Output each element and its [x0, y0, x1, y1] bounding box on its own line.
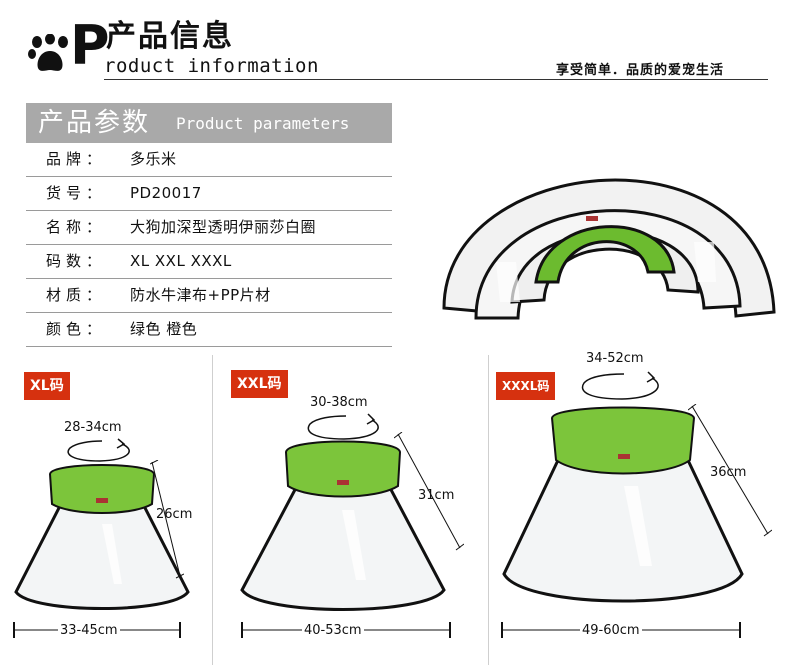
depth-dimension-line — [150, 460, 184, 579]
nested-cones-image — [442, 178, 776, 320]
cone-xl-image — [14, 464, 190, 610]
param-value: PD20017 — [130, 184, 202, 202]
depth-label: 36cm — [710, 465, 747, 480]
rotate-arrow-icon — [307, 413, 379, 440]
param-row-name: 名称： 大狗加深型透明伊丽莎白圈 — [26, 211, 392, 245]
param-row-color: 颜色： 绿色 橙色 — [26, 313, 392, 347]
param-key: 货号： — [46, 184, 107, 202]
page-subtitle: roduct information — [104, 55, 319, 77]
param-row-sku: 货号： PD20017 — [26, 177, 392, 211]
header-divider — [104, 79, 768, 80]
param-value: 防水牛津布+PP片材 — [130, 286, 271, 304]
logo-letter: P — [70, 14, 110, 77]
param-key: 名称： — [46, 218, 107, 236]
cone-xxl-image — [240, 440, 446, 611]
param-value: 多乐米 — [130, 150, 177, 168]
param-key: 品牌： — [46, 150, 107, 168]
slogan: 享受简单．品质的爱宠生活 — [556, 63, 725, 78]
params-heading: 产品参数 Product parameters — [26, 103, 392, 143]
divider — [488, 355, 489, 665]
param-value: 大狗加深型透明伊丽莎白圈 — [130, 218, 317, 236]
neck-size-label: 28-34cm — [64, 420, 122, 435]
width-label: 40-53cm — [302, 623, 364, 639]
depth-dimension-line — [394, 432, 464, 551]
size-badge-xxl: XXL码 — [231, 370, 288, 398]
param-row-material: 材质： 防水牛津布+PP片材 — [26, 279, 392, 313]
width-label: 33-45cm — [58, 623, 120, 639]
neck-size-label: 34-52cm — [586, 351, 644, 366]
rotate-arrow-icon — [581, 371, 659, 400]
depth-label: 31cm — [418, 488, 455, 503]
depth-label: 26cm — [156, 507, 193, 522]
params-heading-cn: 产品参数 — [38, 108, 151, 138]
param-row-brand: 品牌： 多乐米 — [26, 143, 392, 177]
width-label: 49-60cm — [580, 623, 642, 639]
rotate-arrow-icon — [67, 438, 130, 462]
param-key: 码数： — [46, 252, 107, 270]
param-key: 颜色： — [46, 320, 107, 338]
size-badge-xl: XL码 — [24, 372, 70, 400]
size-badge-xxxl: XXXL码 — [496, 372, 556, 400]
param-value: XL XXL XXXL — [130, 252, 232, 270]
param-key: 材质： — [46, 286, 107, 304]
cone-xxxl-image — [502, 406, 744, 603]
neck-size-label: 30-38cm — [310, 395, 368, 410]
divider — [212, 355, 213, 665]
paw-icon — [28, 34, 68, 71]
param-value: 绿色 橙色 — [130, 320, 198, 338]
depth-dimension-line — [688, 404, 772, 537]
params-heading-en: Product parameters — [176, 114, 350, 133]
param-row-size: 码数： XL XXL XXXL — [26, 245, 392, 279]
page-title: 产品信息 — [106, 19, 234, 54]
